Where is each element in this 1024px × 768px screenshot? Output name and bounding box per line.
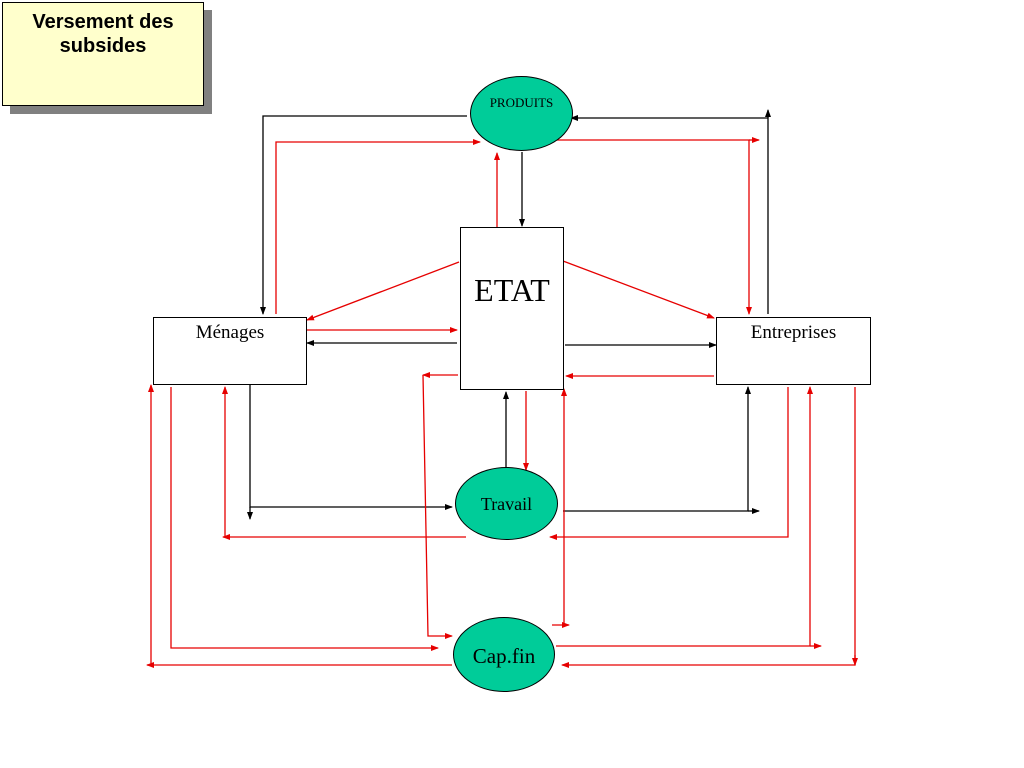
entreprises-box: Entreprises — [716, 317, 871, 385]
produits-to-menages-flow — [260, 115, 467, 315]
produits-ellipse: PRODUITS — [470, 76, 573, 151]
entreprises-label: Entreprises — [750, 322, 837, 343]
capfin-label: Cap.fin — [472, 644, 536, 668]
menages-to-produits-flow — [275, 139, 481, 314]
entreprises-to-produits-flow — [570, 115, 769, 314]
entreprises-to-travail-flow — [549, 387, 789, 540]
travail-to-entreprises-flow — [563, 386, 751, 512]
travail-ellipse: Travail — [455, 467, 558, 540]
capfin-ellipse: Cap.fin — [453, 617, 555, 692]
produits-label: PRODUITS — [489, 95, 554, 110]
title-line-1: Versement des — [32, 11, 174, 33]
etat-label: ETAT — [474, 272, 550, 308]
title-box: Versement des subsides — [2, 2, 204, 106]
menages-label: Ménages — [195, 322, 265, 343]
entreprises-to-capfin-flow — [561, 387, 856, 668]
produits-to-entreprises-flow — [557, 139, 752, 315]
capfin-to-entreprises-flow — [556, 386, 813, 647]
menages-to-capfin-flow — [170, 387, 439, 651]
travail-label: Travail — [480, 494, 533, 514]
travail-to-menages-flow — [222, 386, 466, 538]
menages-to-travail-flow — [249, 385, 453, 510]
title-line-2: subsides — [59, 35, 147, 57]
capfin-to-menages-flow — [148, 384, 452, 666]
etat-subsidy-menages-flow — [306, 261, 460, 321]
etat-subsidy-entreprises-flow — [562, 260, 715, 319]
black-flows — [247, 109, 771, 520]
menages-box: Ménages — [153, 317, 307, 385]
etat-box: ETAT — [460, 227, 564, 390]
red-flows — [146, 137, 858, 668]
etat-to-capfin-flow — [422, 374, 453, 639]
